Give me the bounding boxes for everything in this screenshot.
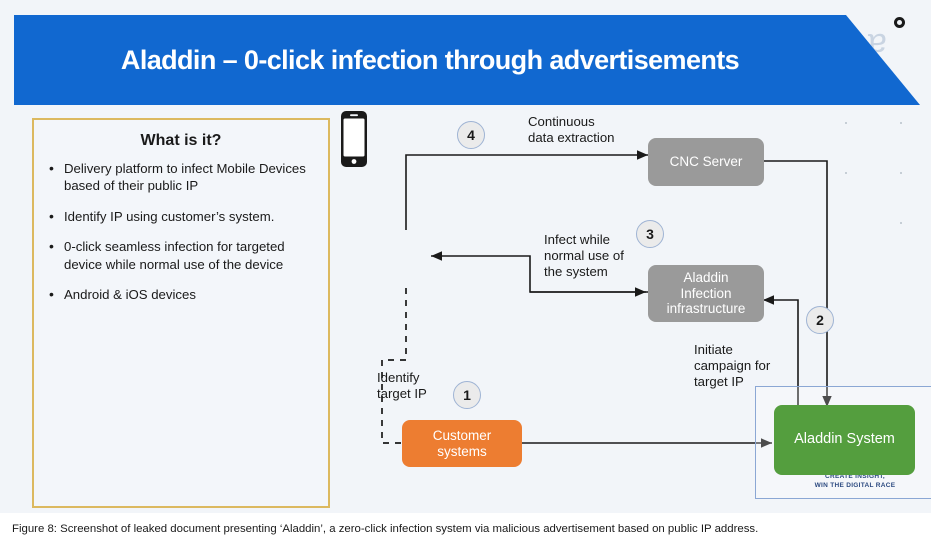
decorative-dot: [900, 172, 902, 174]
edge-label-line-2: normal use of: [544, 248, 624, 264]
panel-heading: What is it?: [140, 132, 222, 149]
node-label: CNC Server: [669, 154, 743, 170]
node-customer-systems[interactable]: Customer systems: [402, 420, 522, 467]
node-label-line-2: Infection: [680, 285, 732, 301]
list-item: Android & iOS devices: [48, 285, 318, 304]
edge-label-step-3: Infect while normal use of the system: [544, 232, 624, 280]
product-tagline: CREATE INSIGHT, WIN THE DIGITAL RACE: [755, 473, 931, 491]
edge-label-line-1: Identify: [377, 370, 420, 385]
edge-label-line-2: campaign for: [694, 358, 771, 374]
step-badge-2[interactable]: 2: [806, 306, 834, 334]
figure-caption: Figure 8: Screenshot of leaked document …: [12, 523, 759, 535]
step-badge-3[interactable]: 3: [636, 220, 664, 248]
slide-canvas: a Aladdin – 0-click infection through ad…: [0, 0, 931, 513]
infection-flow-diagram: CREATE INSIGHT, WIN THE DIGITAL RACE CNC…: [340, 110, 931, 513]
list-item: Delivery platform to infect Mobile Devic…: [48, 159, 318, 195]
decorative-dot: [845, 122, 847, 124]
list-item: 0-click seamless infection for targeted …: [48, 237, 318, 273]
node-label-line-2: systems: [437, 443, 487, 459]
decorative-dot: [900, 122, 902, 124]
list-item: Identify IP using customer’s system.: [48, 207, 318, 226]
step-badge-4[interactable]: 4: [457, 121, 485, 149]
node-cnc-server[interactable]: CNC Server: [648, 138, 764, 186]
what-is-it-panel: What is it? Delivery platform to infect …: [32, 118, 330, 508]
tagline-line-1: CREATE INSIGHT,: [825, 473, 885, 480]
edge-label-line-2: data extraction: [528, 130, 615, 146]
node-label: Aladdin System: [794, 431, 895, 448]
decorative-dot: [845, 172, 847, 174]
edge-label-line-1: Initiate: [694, 342, 733, 357]
edge-label-line-3: target IP: [694, 374, 744, 390]
node-label-line-3: infrastructure: [666, 301, 746, 317]
edge-label-line-2: target IP: [377, 386, 427, 402]
node-label-line-1: Customer: [432, 427, 492, 443]
edge-label-step-1: Identify target IP: [377, 370, 427, 402]
edge-label-line-3: the system: [544, 264, 608, 280]
page-title: Aladdin – 0-click infection through adve…: [120, 44, 740, 75]
edge-label-line-1: Continuous: [528, 114, 595, 129]
tagline-line-2: WIN THE DIGITAL RACE: [814, 481, 896, 489]
edge-label-line-1: Infect while: [544, 232, 610, 247]
node-aladdin-system[interactable]: Aladdin System: [774, 405, 915, 475]
slide-banner: Aladdin – 0-click infection through adve…: [14, 15, 920, 105]
node-aladdin-infection-infrastructure[interactable]: Aladdin Infection infrastructure: [648, 265, 764, 322]
feature-bullet-list: Delivery platform to infect Mobile Devic…: [34, 159, 328, 304]
mobile-device-icon: [341, 111, 367, 167]
step-badge-1[interactable]: 1: [453, 381, 481, 409]
decorative-dot: [900, 222, 902, 224]
node-label-line-1: Aladdin: [683, 269, 729, 285]
edge-label-step-4: Continuous data extraction: [528, 114, 615, 146]
logo-dot-icon: [894, 17, 905, 28]
edge-label-step-2: Initiate campaign for target IP: [694, 342, 770, 390]
